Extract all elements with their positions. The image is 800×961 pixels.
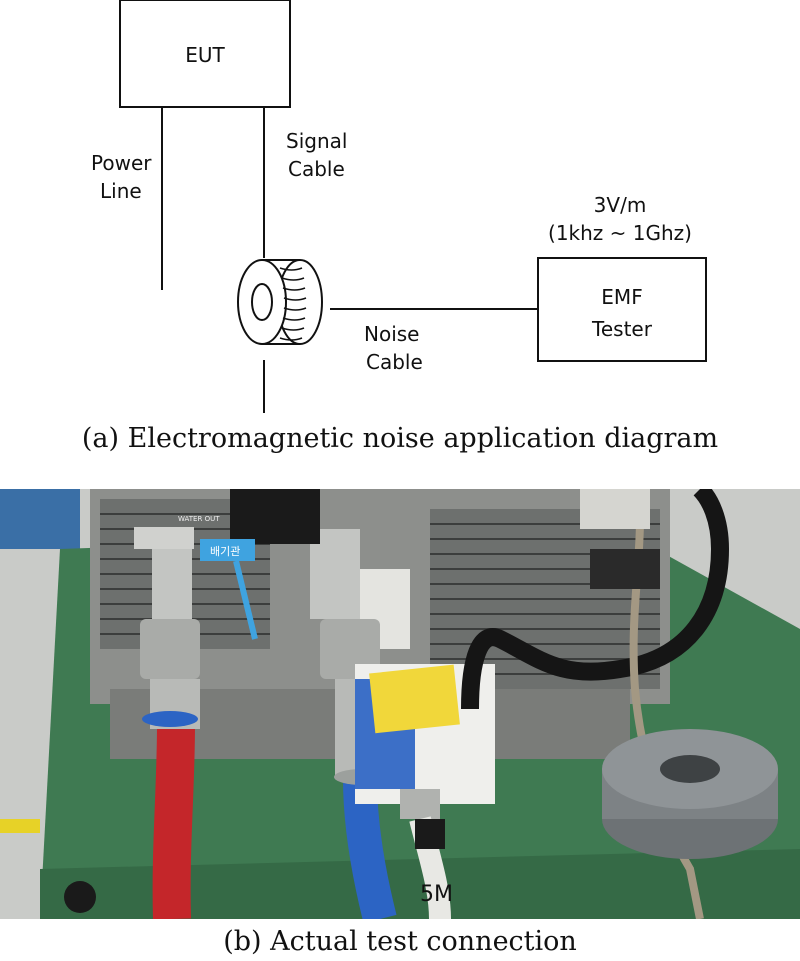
signal-cable-label-2: Cable (288, 157, 345, 181)
coupling-coil (237, 259, 323, 345)
test-connection-photo: WATER OUT 배기관 5M (0, 489, 800, 919)
emf-tester-box (537, 257, 707, 362)
caption-b: (b) Actual test connection (223, 926, 577, 957)
ferrite-core (602, 729, 778, 859)
hose-tag-text: 배기관 (210, 545, 240, 558)
red-hose (152, 723, 195, 919)
signal-cable-label-1: Signal (286, 129, 347, 153)
coiled-cable (461, 489, 730, 710)
yellow-label (369, 664, 460, 734)
noise-application-diagram: EUT Power Line Signal Cable Noise Cable … (91, 0, 707, 413)
cable-marker: 5M (420, 882, 453, 907)
power-line-label-1: Power (91, 151, 152, 175)
field-strength-label: 3V/m (594, 193, 647, 217)
eut-box (119, 0, 291, 108)
eut-label: EUT (185, 43, 225, 67)
noise-cable-label-2: Cable (366, 350, 423, 374)
frequency-range-label: (1khz ~ 1Ghz) (548, 221, 692, 245)
emf-tester-label-1: EMF (601, 285, 642, 309)
hose-tag (200, 539, 255, 561)
emf-tester-label-2: Tester (591, 317, 653, 341)
caption-a: (a) Electromagnetic noise application di… (81, 423, 719, 454)
power-line-label-2: Line (100, 179, 142, 203)
water-out-label: WATER OUT (178, 515, 220, 523)
noise-cable-label-1: Noise (364, 322, 419, 346)
